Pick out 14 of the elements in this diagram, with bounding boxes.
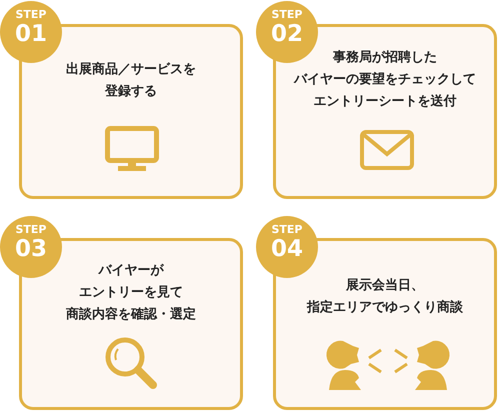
step-number: 01 (14, 20, 48, 48)
step-label: STEP (14, 9, 48, 21)
step-description: バイヤーがエントリーを見て商談内容を確認・選定 (65, 262, 197, 324)
step-number: 03 (14, 235, 48, 263)
step-label: STEP (14, 224, 48, 236)
step-number: 04 (270, 235, 304, 263)
step-label: STEP (270, 9, 304, 21)
step-description: 出展商品／サービスを登録する (65, 60, 197, 101)
step-number: 02 (270, 20, 304, 48)
step-card (273, 238, 497, 410)
step-label: STEP (270, 224, 304, 236)
step-description: 展示会当日、指定エリアでゆっくり商談 (306, 277, 464, 317)
step-description: 事務局が招聘したバイヤーの要望をチェックしてエントリーシートを送付 (292, 49, 477, 111)
step-card (273, 24, 497, 199)
